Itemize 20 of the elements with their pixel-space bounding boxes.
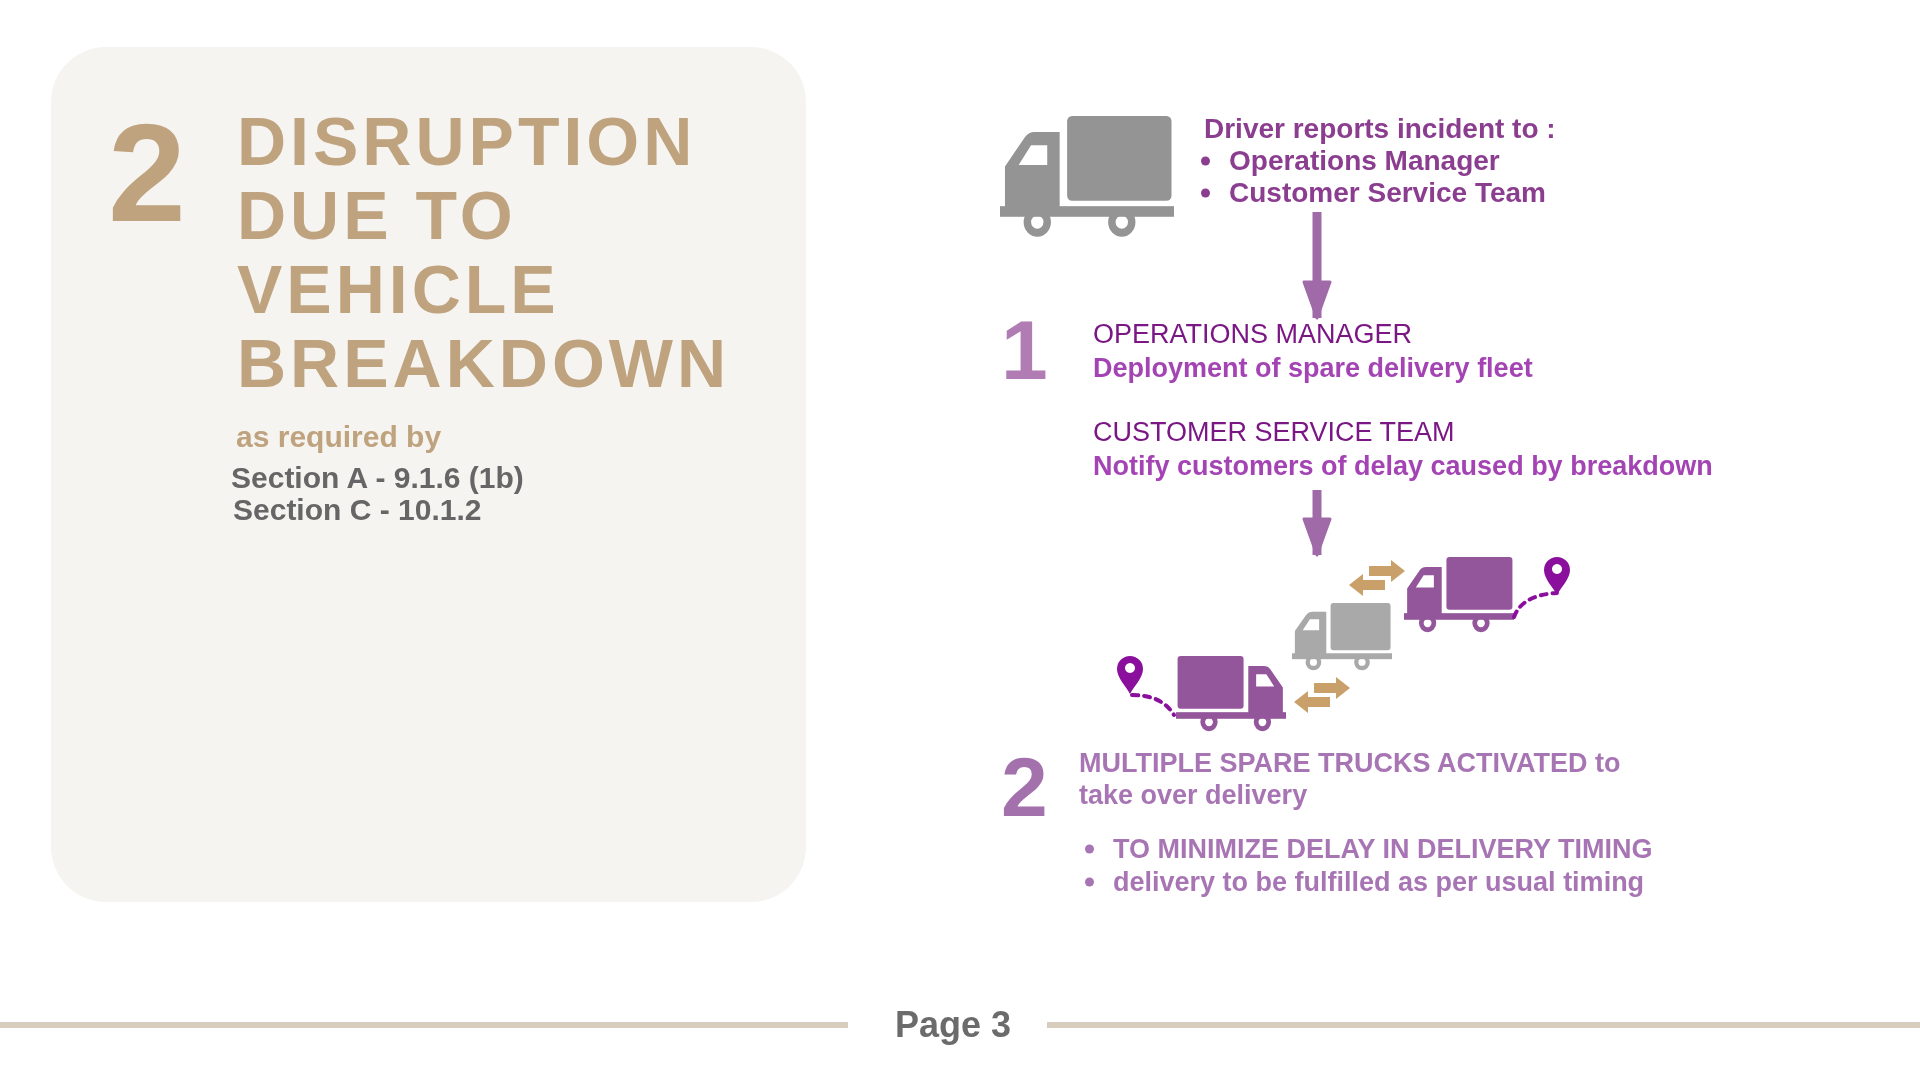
section-number: 2	[108, 103, 186, 243]
bullet-item: TO MINIMIZE DELAY IN DELIVERY TIMING	[1079, 833, 1653, 866]
role-heading: OPERATIONS MANAGER	[1093, 318, 1413, 351]
step-number: 2	[1001, 745, 1048, 829]
bullet-item: Operations Manager	[1195, 144, 1500, 178]
subtitle: as required by	[236, 419, 442, 455]
section-reference: Section C - 10.1.2	[233, 493, 482, 528]
step-number: 1	[1001, 308, 1048, 392]
section-heading: DISRUPTION DUE TO VEHICLE BREAKDOWN	[237, 104, 732, 400]
step-heading: MULTIPLE SPARE TRUCKS ACTIVATED to take over delivery	[1079, 747, 1622, 811]
bullet-item: delivery to be fulfilled as per usual timing	[1079, 866, 1645, 899]
arrow	[1302, 212, 1332, 320]
arrow	[1302, 490, 1332, 557]
action-text: Deployment of spare delivery fleet	[1093, 352, 1533, 385]
section-reference: Section A - 9.1.6 (1b)	[231, 460, 524, 496]
page-number: Page 3	[895, 1003, 1012, 1047]
action-text: Notify customers of delay caused by breakdown	[1093, 450, 1713, 483]
instruction-heading: Driver reports incident to :	[1204, 112, 1556, 146]
bullet-item: Customer Service Team	[1195, 176, 1546, 210]
role-heading: CUSTOMER SERVICE TEAM	[1093, 416, 1455, 449]
